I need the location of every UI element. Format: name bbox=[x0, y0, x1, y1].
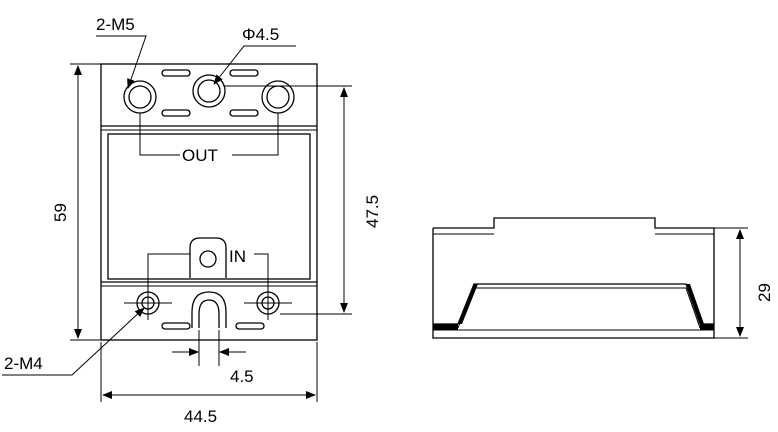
side-view: 29 bbox=[432, 217, 774, 339]
in-terminal-left bbox=[124, 288, 172, 320]
front-view: OUT IN 2-M5 Φ4 bbox=[2, 15, 382, 426]
side-inner-profile-offset bbox=[457, 287, 701, 329]
relay-body-outline bbox=[100, 63, 318, 341]
dim-29-label: 29 bbox=[755, 283, 774, 302]
m4-leader bbox=[2, 307, 145, 376]
dim-44-5-label: 44.5 bbox=[184, 407, 217, 426]
out-leader-right bbox=[232, 113, 279, 156]
in-terminal-right bbox=[244, 288, 292, 320]
side-left-foot bbox=[433, 324, 458, 330]
side-body-outline bbox=[432, 217, 715, 339]
in-leader-left bbox=[147, 253, 190, 300]
out-label: OUT bbox=[182, 146, 218, 165]
side-right-foot bbox=[700, 324, 714, 330]
side-right-rib bbox=[686, 284, 704, 324]
m4-label: 2-M4 bbox=[4, 354, 43, 373]
in-leader-right bbox=[254, 253, 269, 300]
top-slot-left-lower bbox=[161, 109, 191, 117]
side-left-rib bbox=[458, 284, 478, 324]
in-terminal-tab bbox=[189, 237, 227, 278]
mounting-hole-top bbox=[192, 74, 226, 108]
phi-label: Φ4.5 bbox=[242, 25, 279, 44]
m5-leader bbox=[96, 35, 147, 89]
phi-leader bbox=[213, 45, 296, 85]
label-window bbox=[107, 133, 311, 280]
top-slot-left bbox=[161, 69, 191, 77]
bottom-slot-left bbox=[161, 322, 191, 330]
bottom-slot-right bbox=[235, 322, 265, 330]
m5-label: 2-M5 bbox=[96, 15, 135, 34]
dim-4-5-label: 4.5 bbox=[230, 367, 254, 386]
mounting-hole-bottom bbox=[191, 291, 227, 328]
dim-59-label: 59 bbox=[51, 203, 70, 222]
out-leader-left bbox=[139, 113, 180, 156]
top-slot-right-lower bbox=[229, 109, 259, 117]
dim-47-5-label: 47.5 bbox=[363, 195, 382, 228]
top-slot-right bbox=[229, 69, 259, 77]
in-terminal-hole bbox=[199, 250, 217, 268]
in-label: IN bbox=[229, 247, 246, 266]
